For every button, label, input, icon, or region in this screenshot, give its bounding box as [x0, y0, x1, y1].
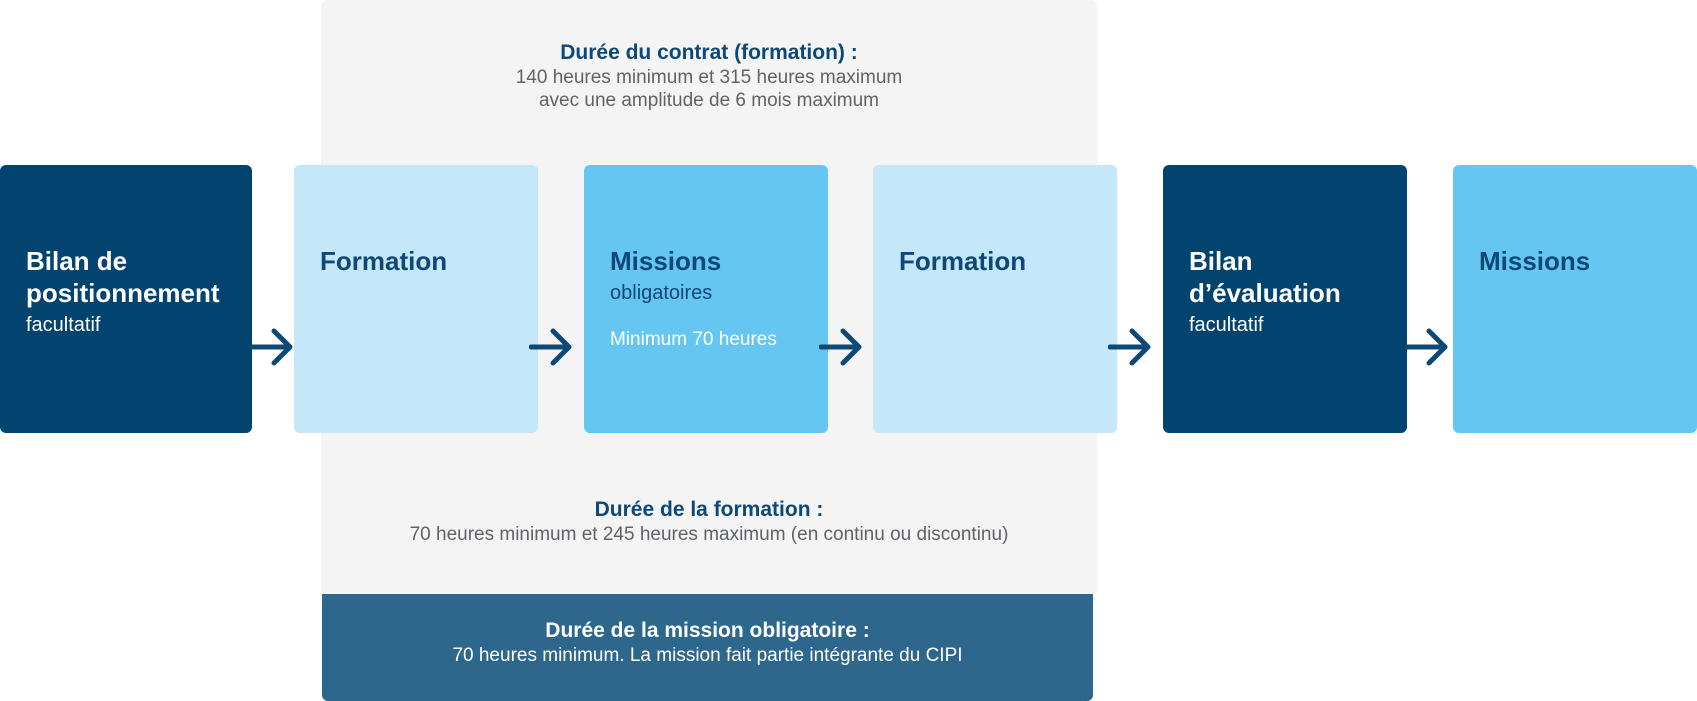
step-title-line1: Bilan de [26, 246, 128, 276]
step-title-line2: d’évaluation [1189, 278, 1341, 308]
contract-duration-title: Durée du contrat (formation) : [560, 41, 858, 64]
mission-duration-line1: 70 heures minimum. La mission fait parti… [452, 645, 963, 666]
step-title: Missions [1479, 246, 1591, 276]
contract-duration-line2: avec une amplitude de 6 mois maximum [538, 90, 880, 111]
step-note: Minimum 70 heures [610, 329, 777, 350]
step-missions-final: Missions [1453, 165, 1697, 433]
step-bilan-positionnement: Bilan de positionnement facultatif [0, 165, 252, 433]
step-title: Formation [899, 246, 1027, 276]
training-duration-line1: 70 heures minimum et 245 heures maximum … [409, 524, 1009, 545]
arrow-right-icon [250, 328, 293, 366]
contract-duration-info: Durée du contrat (formation) : 140 heure… [321, 40, 1097, 112]
step-title: Bilan d’évaluation [1189, 245, 1387, 309]
step-title: Bilan de positionnement [26, 245, 232, 309]
step-subtitle: facultatif [26, 314, 101, 336]
step-title-line1: Bilan [1189, 246, 1253, 276]
step-subtitle: obligatoires [610, 282, 713, 304]
training-duration-title: Durée de la formation : [594, 498, 824, 521]
arrow-right-icon [529, 328, 572, 366]
contract-duration-line1: 140 heures minimum et 315 heures maximum [515, 67, 903, 88]
step-missions-obligatoires: Missions obligatoires Minimum 70 heures [584, 165, 828, 433]
step-formation-2: Formation [873, 165, 1117, 433]
arrow-right-icon [1405, 328, 1448, 366]
step-bilan-evaluation: Bilan d’évaluation facultatif [1163, 165, 1407, 433]
arrow-right-icon [1108, 328, 1151, 366]
mission-duration-title: Durée de la mission obligatoire : [545, 619, 870, 642]
training-duration-info: Durée de la formation : 70 heures minimu… [321, 497, 1097, 546]
step-formation-1: Formation [294, 165, 538, 433]
step-title-line2: positionnement [26, 278, 220, 308]
mission-duration-bar: Durée de la mission obligatoire : 70 heu… [322, 594, 1093, 701]
arrow-right-icon [819, 328, 862, 366]
step-title: Formation [320, 246, 448, 276]
step-subtitle: facultatif [1189, 314, 1264, 336]
step-title: Missions [610, 246, 722, 276]
